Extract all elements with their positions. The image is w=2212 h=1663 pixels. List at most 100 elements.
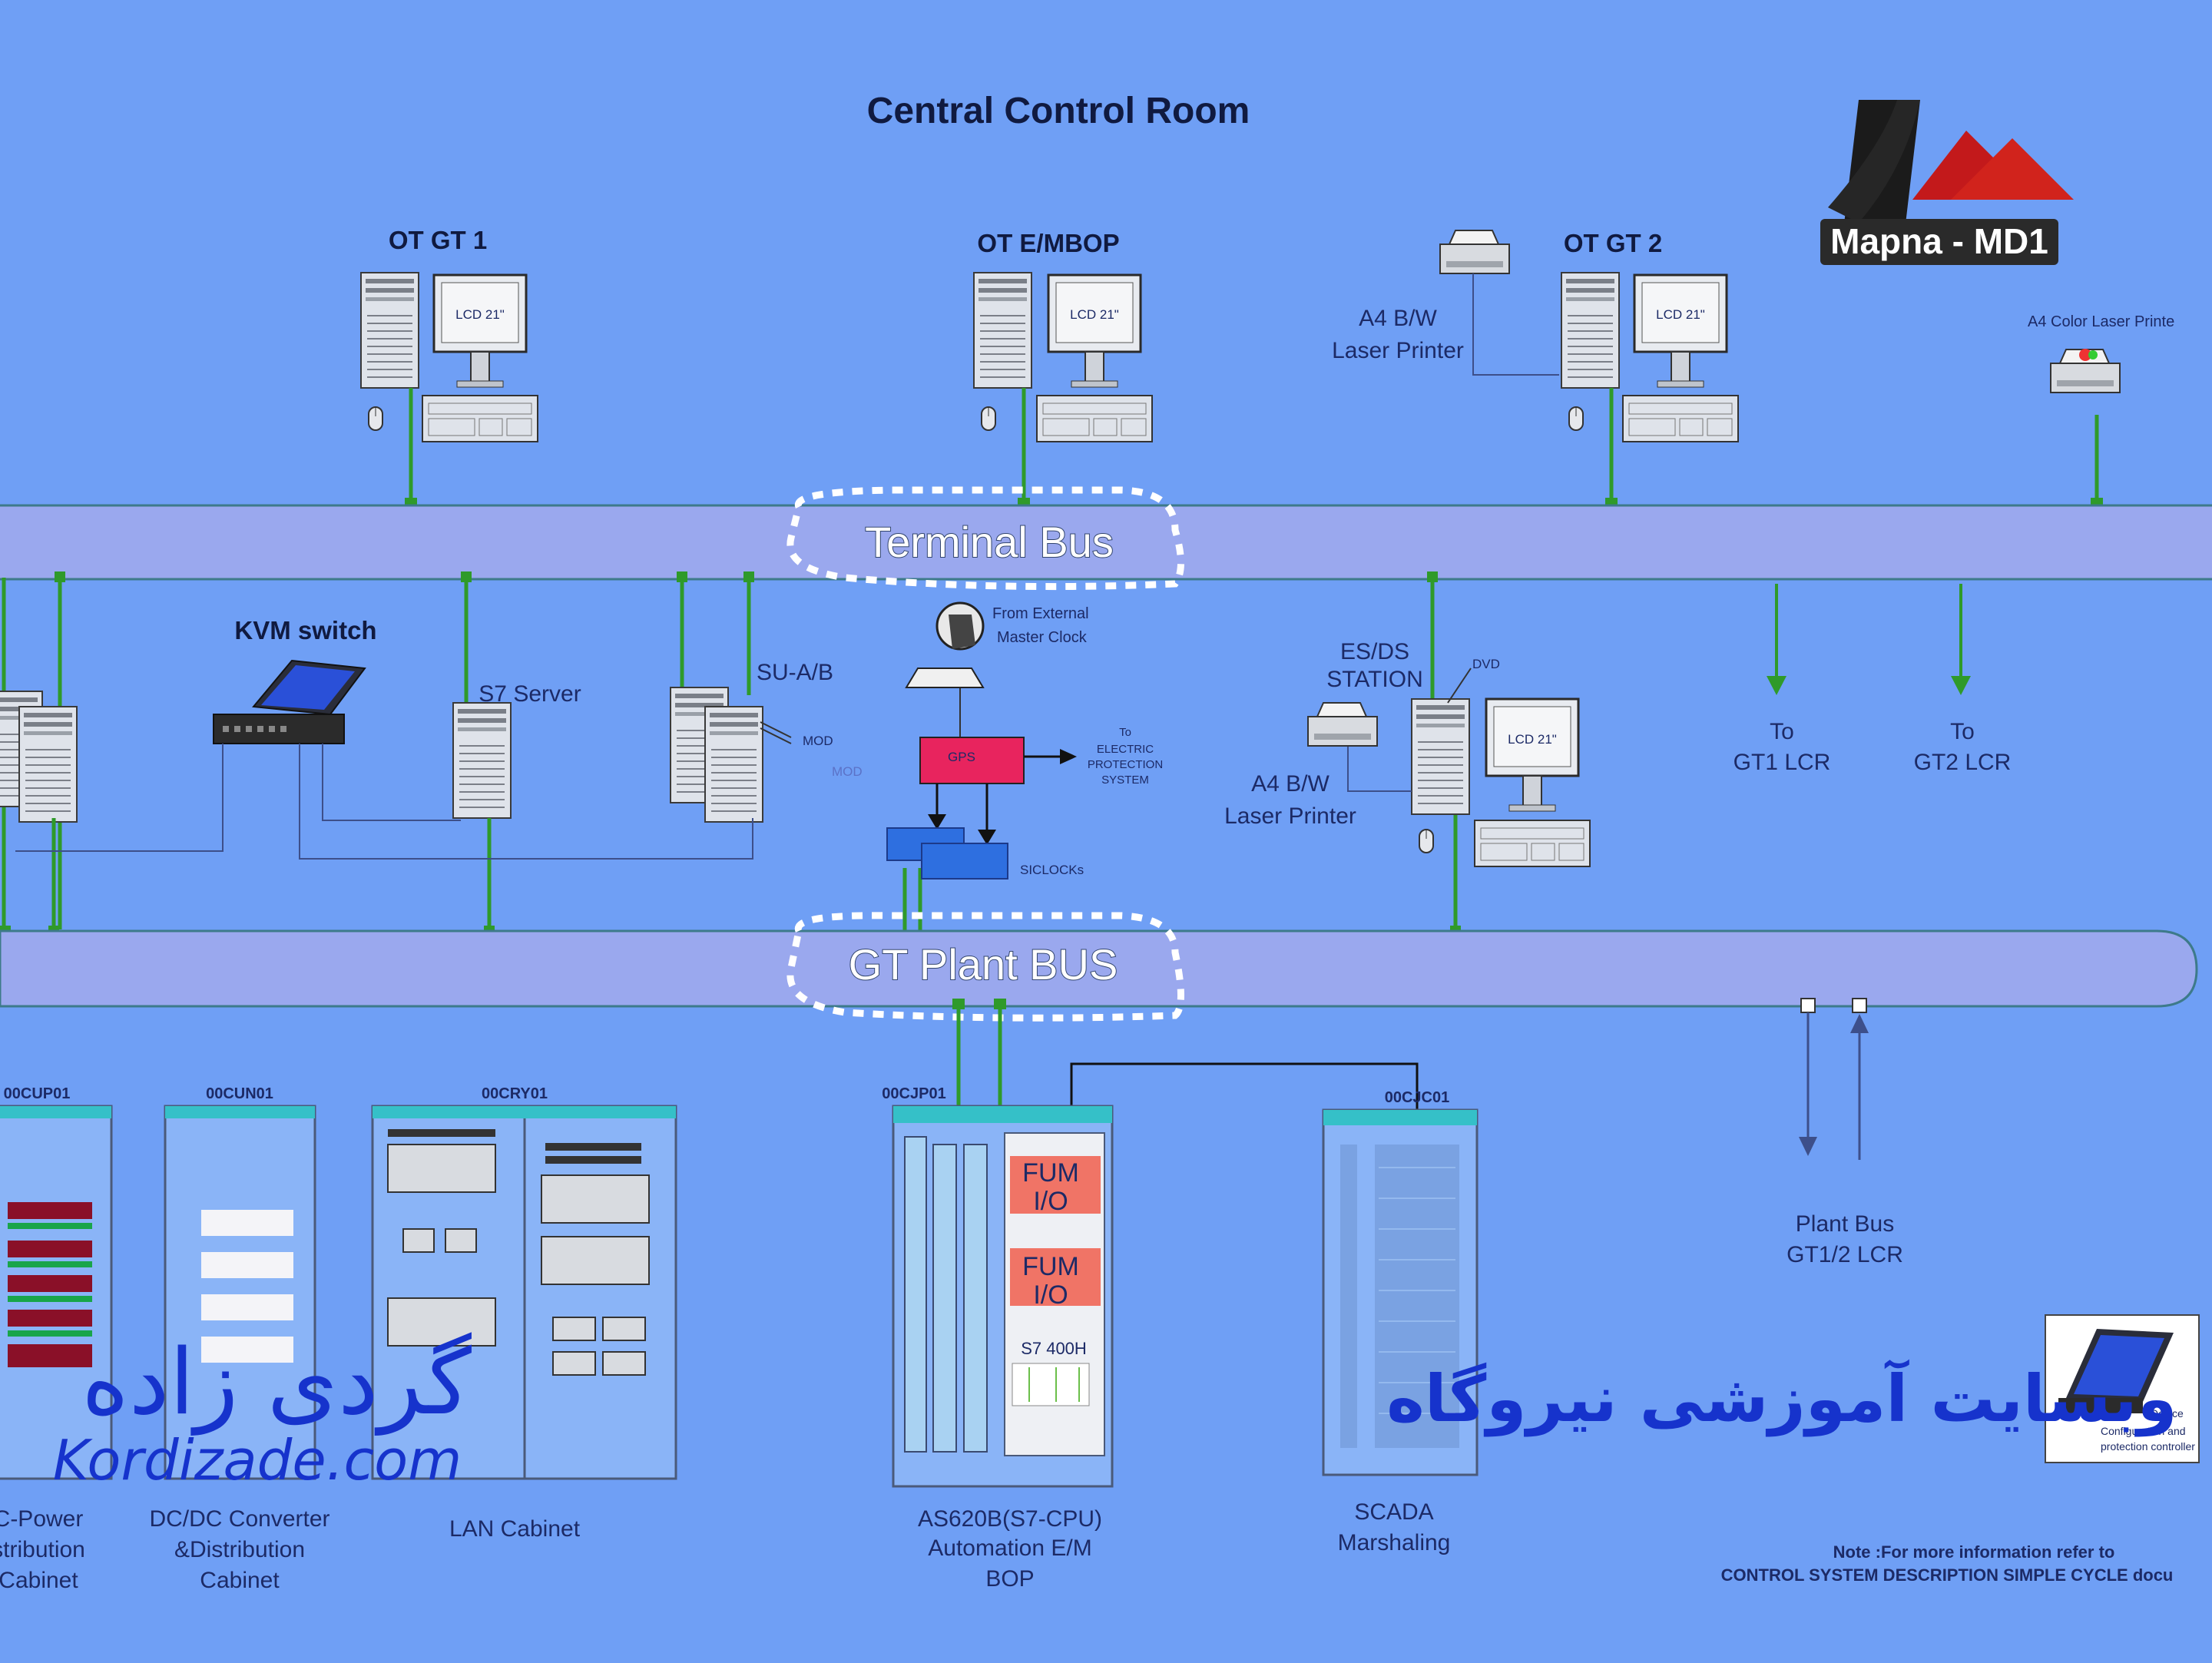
siclocks[interactable]: SICLOCKs bbox=[886, 827, 1084, 880]
gps-receiver[interactable]: GPS To ELECTRIC PROTECTION SYSTEM bbox=[919, 726, 1163, 845]
cun-label-line2: &Distribution bbox=[174, 1537, 305, 1562]
device-box-line2: Configuration and bbox=[2101, 1425, 2186, 1437]
siclocks-label: SICLOCKs bbox=[1020, 863, 1084, 877]
watermark-persian-name: گردی زاده bbox=[81, 1329, 472, 1436]
terminal-bus-drops bbox=[409, 388, 2099, 503]
cun-label-line3: Cabinet bbox=[200, 1568, 280, 1593]
a4-color-printer-label: A4 Color Laser Printe bbox=[2028, 313, 2174, 330]
ot-gt2-label: OT GT 2 bbox=[1564, 229, 1662, 257]
cjc-code: 00CJC01 bbox=[1385, 1089, 1450, 1106]
ot-gt1-screen-label: LCD 21" bbox=[455, 307, 505, 322]
middle-drops bbox=[2, 578, 1435, 929]
a4-bw-laser-printer-top[interactable]: A4 B/W Laser Printer bbox=[1332, 230, 1559, 376]
device-config-box[interactable]: Device Configuration and protection cont… bbox=[2045, 1314, 2200, 1463]
su-ab-label: SU-A/B bbox=[757, 660, 833, 685]
watermark-site: وبسایت آموزشی نیروگاه bbox=[1386, 1359, 2177, 1437]
clock-label-line1: From External bbox=[992, 605, 1089, 622]
page-title: Central Control Room bbox=[867, 91, 1250, 131]
to-gt1-lcr: To GT1 LCR bbox=[1734, 584, 1831, 775]
ot-embop-screen-label: LCD 21" bbox=[1070, 307, 1119, 322]
note-line2: CONTROL SYSTEM DESCRIPTION SIMPLE CYCLE … bbox=[1721, 1565, 2174, 1585]
cjp-label-line1: AS620B(S7-CPU) bbox=[918, 1506, 1102, 1532]
cun-label-line1: DC/DC Converter bbox=[149, 1506, 329, 1532]
plant-bus-gt12-lcr: Plant Bus GT1/2 LCR bbox=[1786, 998, 1903, 1267]
esds-label-line1: ES/DS bbox=[1340, 639, 1409, 664]
esds-screen-label: LCD 21" bbox=[1508, 732, 1557, 747]
cjc-label-line2: Marshaling bbox=[1338, 1530, 1451, 1555]
a4-bw-laser-printer-middle[interactable]: A4 B/W Laser Printer bbox=[1224, 702, 1412, 829]
to-gt1-label-line1: To bbox=[1770, 719, 1794, 744]
to-gt2-label-line2: GT2 LCR bbox=[1914, 750, 2012, 775]
esds-label-line2: STATION bbox=[1326, 667, 1423, 692]
cabinet-cjp01[interactable]: 00CJP01 FUM I/O FUM I/O S7 400H AS620B(S… bbox=[882, 999, 1419, 1592]
terminal-bus[interactable]: Terminal Bus bbox=[0, 486, 2212, 591]
kvm-switch[interactable]: KVM switch bbox=[213, 616, 377, 744]
epro-label-line3: PROTECTION bbox=[1088, 758, 1163, 771]
fum2-line1: FUM bbox=[1022, 1252, 1079, 1281]
cjp-label-line2: Automation E/M bbox=[928, 1535, 1091, 1561]
gps-label: GPS bbox=[948, 750, 975, 764]
cjp-label-line3: BOP bbox=[985, 1566, 1034, 1592]
esds-station[interactable]: ES/DS STATION LCD 21" DVD bbox=[1326, 639, 1591, 867]
a4-color-laser-printer[interactable]: A4 Color Laser Printe bbox=[2028, 313, 2174, 393]
cun-code: 00CUN01 bbox=[206, 1085, 273, 1102]
clock-label-line2: Master Clock bbox=[997, 629, 1088, 646]
watermark-persian-site: وبسایت آموزشی نیروگاه bbox=[1386, 1359, 2177, 1437]
mod-label-2: MOD bbox=[832, 764, 863, 779]
master-clock[interactable]: From External Master Clock bbox=[905, 601, 1089, 737]
cjc-label-line1: SCADA bbox=[1354, 1499, 1433, 1525]
plant-bus-lcr-line2: GT1/2 LCR bbox=[1786, 1242, 1903, 1267]
cup-label-line3: Cabinet bbox=[0, 1568, 78, 1593]
footer-note: Note :For more information refer to CONT… bbox=[1721, 1542, 2174, 1585]
cabinet-cun01[interactable]: 00CUN01 DC/DC Converter &Distribution Ca… bbox=[149, 1085, 329, 1593]
cup-label-line2: stribution bbox=[0, 1537, 85, 1562]
logo-text: Mapna - MD1 bbox=[1830, 221, 2048, 261]
cabinet-cry01[interactable]: 00CRY01 LAN Cabinet bbox=[371, 1085, 677, 1542]
ot-gt1-label: OT GT 1 bbox=[389, 226, 487, 254]
to-gt2-lcr: To GT2 LCR bbox=[1914, 584, 2012, 775]
cabinet-cup01[interactable]: 00CUP01 C-Power stribution Cabinet bbox=[0, 1085, 113, 1593]
kvm-links bbox=[15, 744, 753, 860]
fum1-line2: I/O bbox=[1033, 1187, 1068, 1216]
cup-label-line1: C-Power bbox=[0, 1506, 83, 1532]
left-servers[interactable] bbox=[0, 691, 78, 823]
ot-gt2-workstation[interactable]: OT GT 2 LCD 21" bbox=[1561, 229, 1739, 442]
fum1-line1: FUM bbox=[1022, 1158, 1079, 1188]
to-gt2-label-line1: To bbox=[1950, 719, 1975, 744]
fum2-line2: I/O bbox=[1033, 1280, 1068, 1310]
terminal-bus-label: Terminal Bus bbox=[865, 518, 1114, 566]
watermark-url: Kordizade.com bbox=[53, 1428, 462, 1492]
mapna-logo: Mapna - MD1 bbox=[1820, 100, 2074, 265]
plant-bus-highlight bbox=[786, 912, 1184, 1022]
a4-bw-middle-label-line2: Laser Printer bbox=[1224, 803, 1356, 829]
to-gt1-label-line2: GT1 LCR bbox=[1734, 750, 1831, 775]
ot-embop-label: OT E/MBOP bbox=[977, 229, 1119, 257]
a4-bw-printer-label-line2: Laser Printer bbox=[1332, 338, 1464, 363]
s7-server[interactable]: S7 Server bbox=[452, 681, 581, 819]
ot-gt1-workstation[interactable]: OT GT 1 LCD 21" bbox=[360, 226, 538, 442]
cry-label: LAN Cabinet bbox=[449, 1516, 581, 1542]
plant-bus-drops bbox=[51, 814, 1458, 931]
device-box-line1: Device bbox=[2151, 1407, 2184, 1420]
terminal-bus-highlight bbox=[786, 486, 1184, 591]
cabinet-cjc01[interactable]: 00CJC01 SCADA Marshaling bbox=[1322, 1089, 1479, 1555]
gt-plant-bus[interactable]: GT Plant BUS bbox=[0, 912, 2198, 1022]
mod-label-1: MOD bbox=[803, 734, 833, 748]
a4-bw-printer-label-line1: A4 B/W bbox=[1359, 306, 1437, 331]
epro-label-line4: SYSTEM bbox=[1101, 774, 1149, 787]
su-ab-servers[interactable]: SU-A/B MOD MOD bbox=[670, 660, 863, 823]
a4-bw-middle-label-line1: A4 B/W bbox=[1251, 771, 1330, 797]
device-box-line3: protection controller bbox=[2101, 1440, 2195, 1453]
ot-gt2-screen-label: LCD 21" bbox=[1656, 307, 1705, 322]
epro-label-line1: To bbox=[1119, 726, 1131, 739]
watermark-kordizade: گردی زاده Kordizade.com bbox=[53, 1329, 472, 1492]
note-line1: Note :For more information refer to bbox=[1833, 1542, 2115, 1562]
s7-400h-label: S7 400H bbox=[1021, 1339, 1087, 1358]
middle-drop-nodes bbox=[55, 571, 1438, 582]
cup-code: 00CUP01 bbox=[4, 1085, 71, 1102]
cry-code: 00CRY01 bbox=[482, 1085, 548, 1102]
cjp-code: 00CJP01 bbox=[882, 1085, 945, 1102]
ot-embop-workstation[interactable]: OT E/MBOP LCD 21" bbox=[973, 229, 1153, 442]
